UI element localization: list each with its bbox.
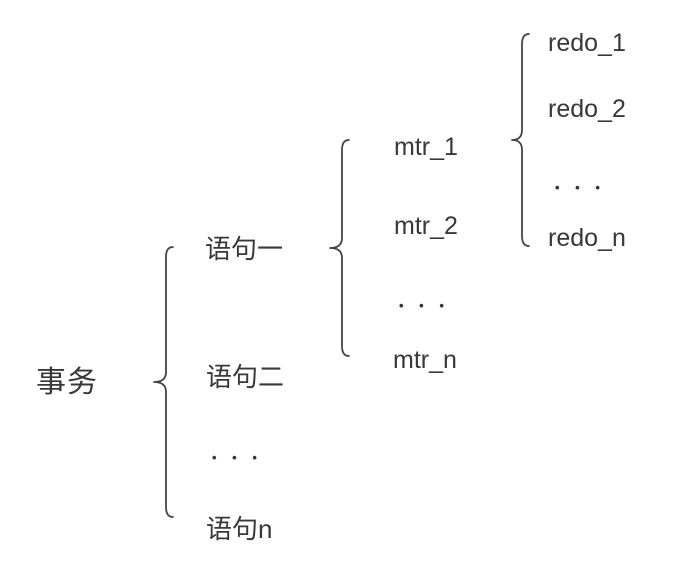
redo-item-n: redo_n <box>548 224 626 252</box>
statement-item-1: 语句一 <box>205 234 284 264</box>
mtr-item-n: mtr_n <box>393 346 457 374</box>
mtr-item-2: mtr_2 <box>394 212 458 240</box>
mtr-brace-icon <box>329 139 350 357</box>
redo-item-2: redo_2 <box>548 95 626 123</box>
redo-brace-icon <box>511 33 530 247</box>
mtr-ellipsis: • • • <box>399 298 450 313</box>
mtr-item-1: mtr_1 <box>394 133 458 161</box>
statements-ellipsis: • • • <box>212 450 263 465</box>
redo-ellipsis: • • • <box>555 180 606 195</box>
statement-item-2: 语句二 <box>206 362 285 392</box>
root-label-transaction: 事务 <box>36 366 98 399</box>
redo-item-1: redo_1 <box>548 29 626 57</box>
statements-brace-icon <box>153 246 174 518</box>
statement-item-n: 语句n <box>206 514 273 544</box>
